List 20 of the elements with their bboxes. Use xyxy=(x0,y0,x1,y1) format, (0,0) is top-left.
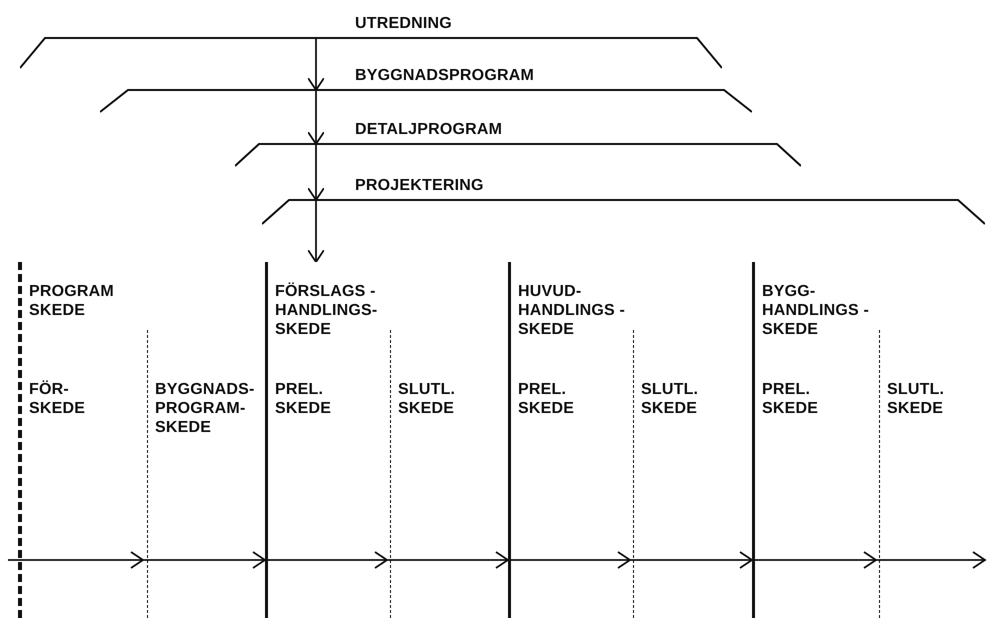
bracket-label: PROJEKTERING xyxy=(355,176,484,195)
arrow xyxy=(307,200,325,263)
stage-label: PREL. SKEDE xyxy=(762,380,820,418)
stage-label: SLUTL. SKEDE xyxy=(398,380,456,418)
phase-heading: HUVUD- HANDLINGS - SKEDE xyxy=(518,282,626,339)
arrow xyxy=(307,90,325,145)
stage-label: BYGGNADS- PROGRAM- SKEDE xyxy=(155,380,256,437)
phase-heading: FÖRSLAGS - HANDLINGS- SKEDE xyxy=(275,282,378,339)
bracket-label: DETALJPROGRAM xyxy=(355,120,502,139)
phase-heading: PROGRAM SKEDE xyxy=(29,282,115,320)
bracket-label: UTREDNING xyxy=(355,14,452,33)
stage-label: FÖR- SKEDE xyxy=(29,380,86,418)
arrow xyxy=(307,144,325,201)
stage-label: SLUTL. SKEDE xyxy=(887,380,946,418)
stage-label: SLUTL. SKEDE xyxy=(641,380,700,418)
phase-heading: BYGG- HANDLINGS - SKEDE xyxy=(762,282,870,339)
arrow xyxy=(307,38,325,91)
bracket-label: BYGGNADSPROGRAM xyxy=(355,66,534,85)
stage-label: PREL. SKEDE xyxy=(275,380,332,418)
stage-label: PREL. SKEDE xyxy=(518,380,576,418)
